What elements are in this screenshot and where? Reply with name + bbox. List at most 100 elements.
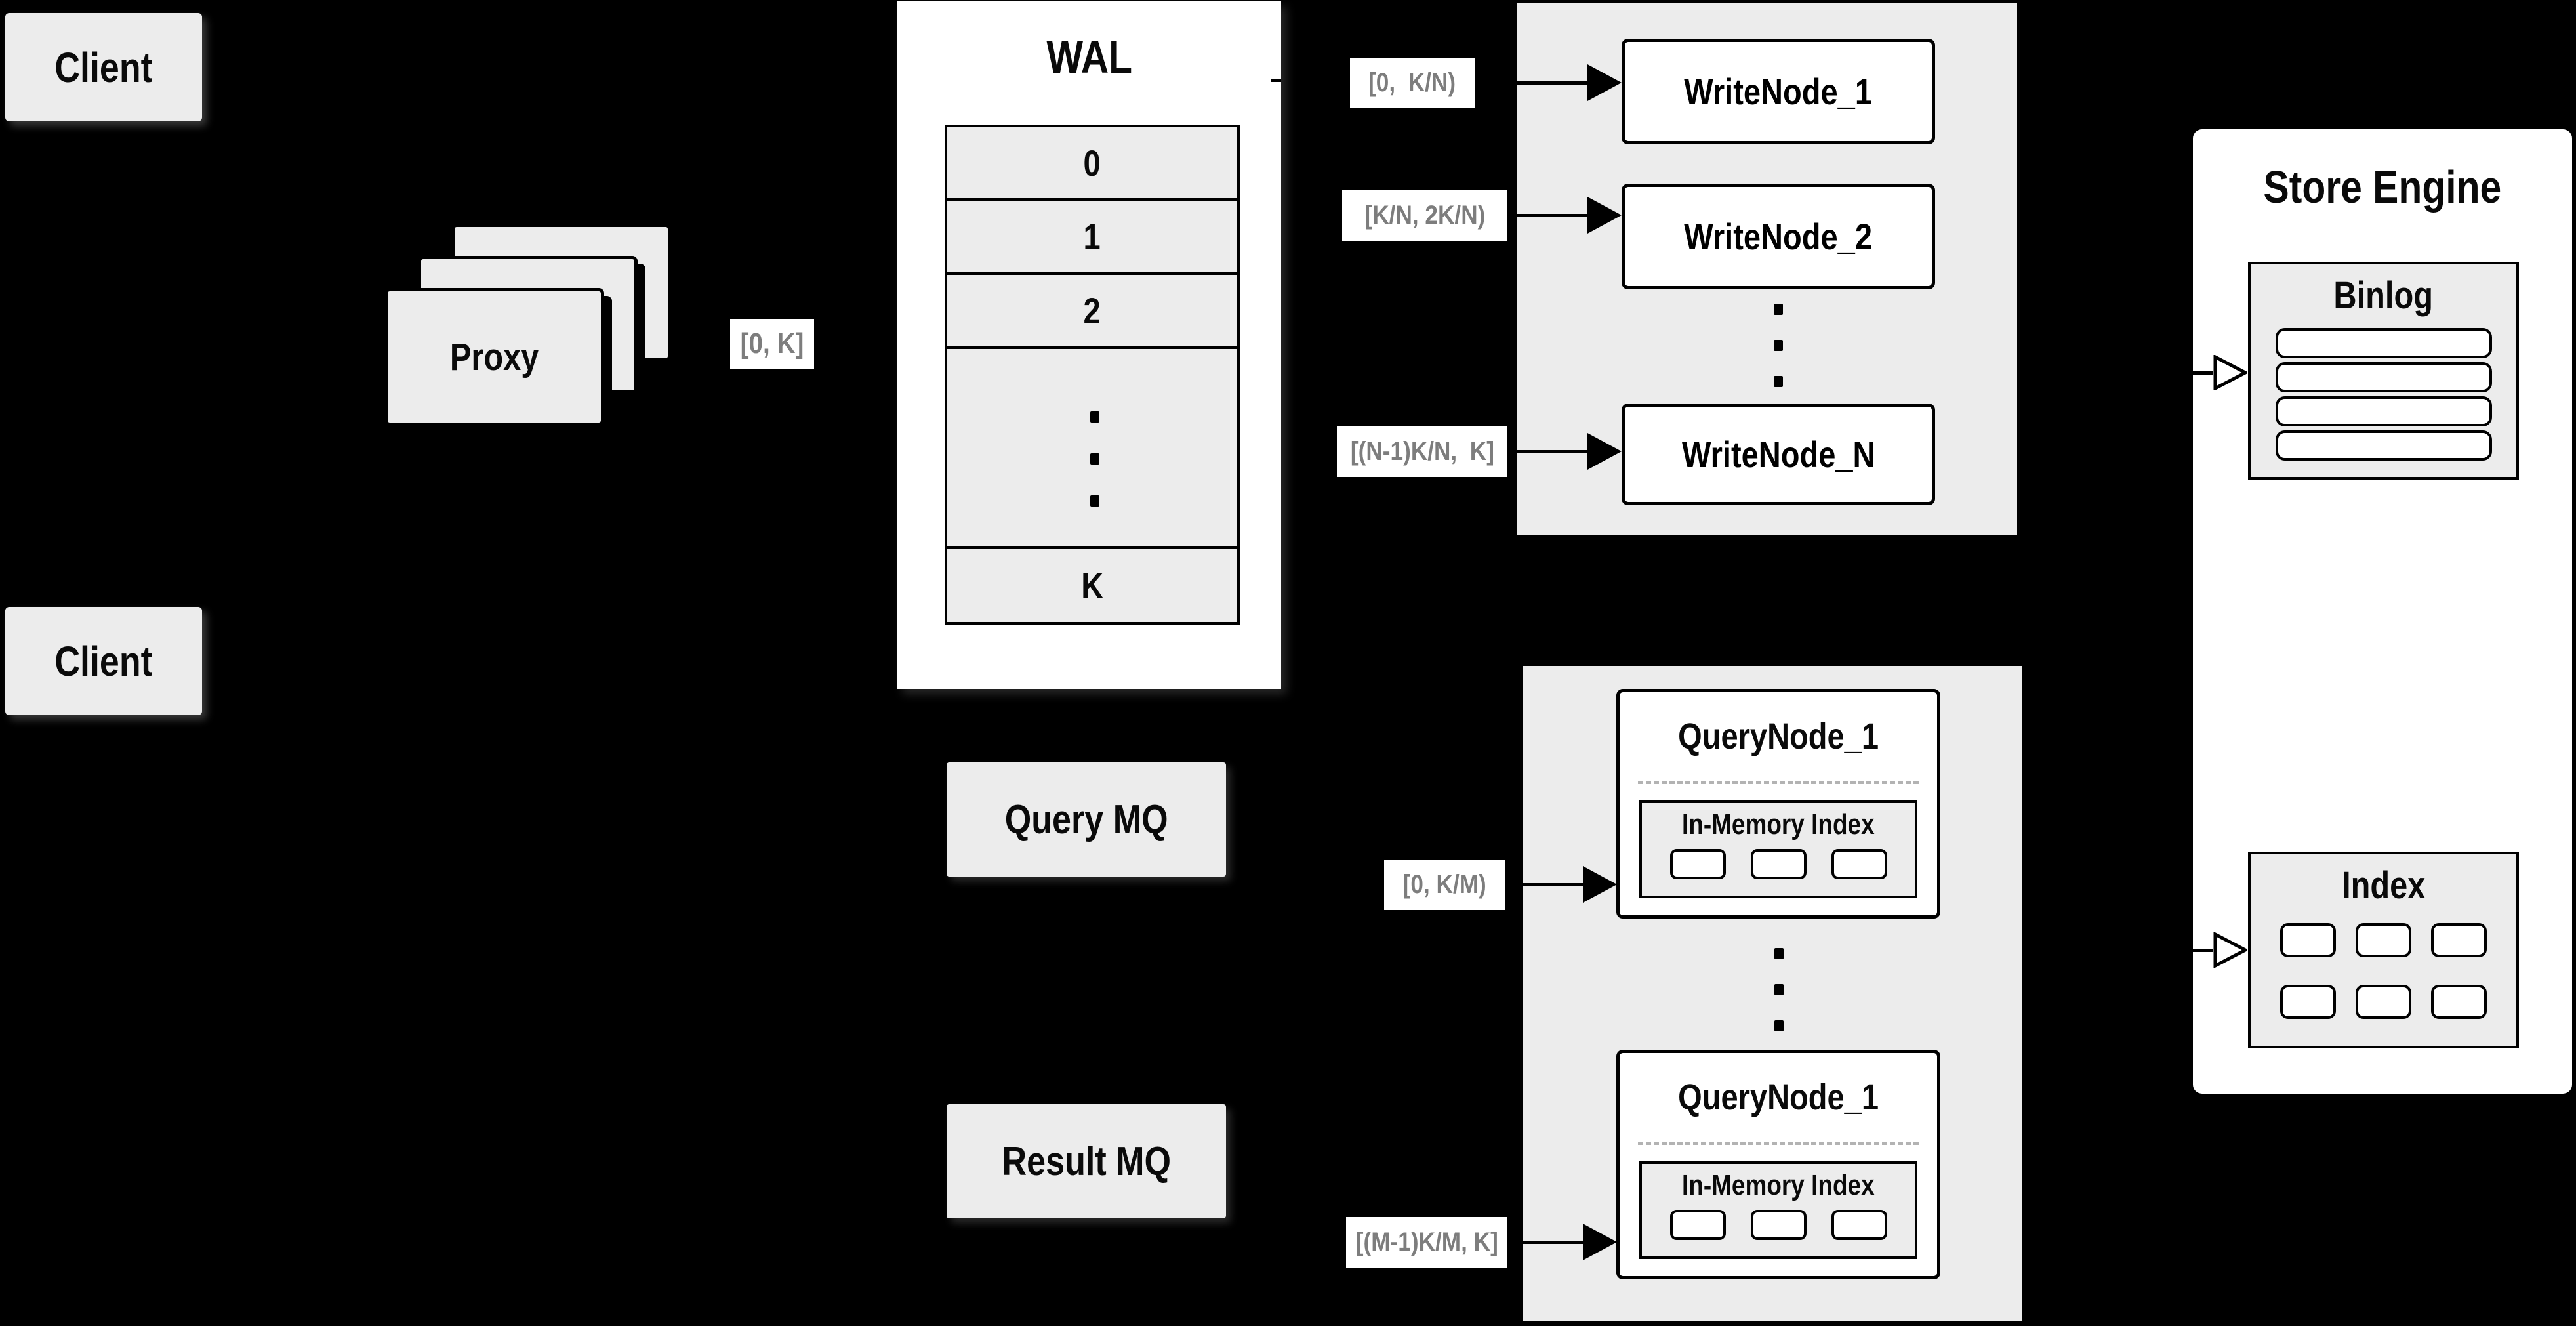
client-bottom-label: Client: [54, 637, 153, 685]
arrow-head-hollow-index-icon: [2213, 932, 2247, 968]
query-mq-label: Query MQ: [1004, 797, 1168, 842]
client-box-bottom: Client: [5, 607, 202, 715]
write-node-1: WriteNode_1: [1622, 39, 1935, 144]
index-cell: [2280, 985, 2336, 1019]
range-label-query-m-text: [(M-1)K/M, K]: [1355, 1228, 1498, 1256]
write-node-n: WriteNode_N: [1622, 404, 1935, 505]
binlog-row: [2275, 396, 2492, 426]
wal-container: WAL 0 1 2 K: [897, 1, 1281, 689]
write-node-2-label: WriteNode_2: [1684, 216, 1873, 257]
in-memory-index-box-2: In-Memory Index: [1639, 1161, 1917, 1259]
wal-title: WAL: [897, 31, 1281, 83]
wal-row-k: K: [945, 546, 1240, 625]
wal-row-1-label: 1: [1083, 216, 1101, 257]
query-node-group: QueryNode_1 In-Memory Index QueryNode_1: [1523, 666, 2022, 1321]
binlog-row: [2275, 430, 2492, 461]
wal-row-0: 0: [945, 125, 1240, 201]
wal-row-2: 2: [945, 272, 1240, 349]
query-node-1-title-text: QueryNode_1: [1678, 715, 1879, 756]
arrow-head-query-1-icon: [1583, 866, 1617, 903]
wal-row-0-label: 0: [1083, 142, 1101, 184]
range-label-write-1: [0, K/N): [1350, 58, 1475, 108]
ellipsis-dot: [1774, 304, 1783, 315]
in-memory-index-title-1: In-Memory Index: [1642, 808, 1915, 841]
index-cell: [2356, 923, 2411, 957]
proxy-card-front: Proxy: [384, 288, 604, 426]
range-label-query-1: [0, K/M): [1384, 860, 1505, 910]
arrow-head-write-1-icon: [1587, 64, 1622, 101]
arrow-head-write-n-icon: [1587, 433, 1622, 470]
arrow-line-query-m: [1507, 1241, 1584, 1244]
segment-cells: [1642, 849, 1915, 879]
store-engine-title: Store Engine: [2193, 161, 2572, 213]
range-label-proxy-wal-text: [0, K]: [740, 327, 804, 360]
index-cell: [2280, 923, 2336, 957]
index-cell: [2356, 985, 2411, 1019]
index-box: Index: [2248, 852, 2519, 1048]
range-label-query-1-text: [0, K/M): [1402, 870, 1487, 899]
client-box-top: Client: [5, 13, 202, 121]
wal-row-ellipsis: [945, 346, 1240, 549]
arrow-head-write-2-icon: [1587, 197, 1622, 234]
arrow-line-write-n: [1507, 450, 1587, 453]
write-node-n-label: WriteNode_N: [1681, 434, 1875, 475]
range-label-write-n: [(N-1)K/N, K]: [1337, 426, 1507, 477]
binlog-title: Binlog: [2251, 274, 2516, 318]
index-title: Index: [2251, 863, 2516, 907]
in-memory-index-title-2-text: In-Memory Index: [1682, 1169, 1875, 1201]
ellipsis-dot: [1090, 411, 1099, 423]
segment-cells: [1642, 1210, 1915, 1240]
ellipsis-dot: [1090, 453, 1099, 465]
binlog-row: [2275, 362, 2492, 392]
client-top-label: Client: [54, 43, 153, 91]
arrow-head-hollow-binlog-icon: [2213, 355, 2247, 390]
index-title-text: Index: [2341, 864, 2426, 907]
range-label-query-m: [(M-1)K/M, K]: [1346, 1217, 1507, 1268]
wal-row-k-label: K: [1081, 564, 1103, 606]
store-engine-container: Store Engine Binlog Index: [2193, 129, 2572, 1094]
ellipsis-dot: [1090, 495, 1099, 507]
range-label-write-2: [K/N, 2K/N): [1342, 190, 1507, 241]
wal-row-1: 1: [945, 198, 1240, 275]
in-memory-index-title-1-text: In-Memory Index: [1682, 808, 1875, 840]
query-node-m-title-text: QueryNode_1: [1678, 1075, 1879, 1117]
in-memory-index-title-2: In-Memory Index: [1642, 1169, 1915, 1202]
arrow-line-binlog: [2153, 371, 2213, 375]
ellipsis-dot: [1774, 984, 1784, 995]
store-engine-title-text: Store Engine: [2263, 161, 2502, 213]
ellipsis-dot: [1774, 948, 1784, 959]
segment-cell: [1669, 849, 1726, 879]
query-node-m: QueryNode_1 In-Memory Index: [1616, 1050, 1940, 1279]
result-mq-box: Result MQ: [947, 1104, 1226, 1218]
proxy-label: Proxy: [449, 335, 539, 379]
arrow-line-query-1: [1505, 883, 1584, 886]
binlog-box: Binlog: [2248, 262, 2519, 480]
dashed-divider: [1638, 1142, 1919, 1145]
binlog-title-text: Binlog: [2333, 274, 2434, 317]
ellipsis-dot: [1774, 376, 1783, 387]
arrow-line-index: [2153, 949, 2213, 952]
index-cell: [2431, 985, 2487, 1019]
index-cells-row: [2251, 985, 2516, 1019]
binlog-row: [2275, 328, 2492, 358]
index-cell: [2431, 923, 2487, 957]
range-label-write-2-text: [K/N, 2K/N): [1364, 201, 1485, 230]
arrow-line-write-1: [1475, 81, 1587, 85]
range-label-write-n-text: [(N-1)K/N, K]: [1350, 437, 1494, 466]
write-node-1-label: WriteNode_1: [1684, 71, 1873, 112]
dashed-divider: [1638, 781, 1919, 784]
index-cells-row: [2251, 923, 2516, 957]
segment-cell: [1750, 849, 1807, 879]
query-node-1-title: QueryNode_1: [1620, 692, 1937, 779]
wal-segment-table: 0 1 2 K: [945, 125, 1240, 625]
segment-cell: [1831, 1210, 1887, 1240]
wal-row-2-label: 2: [1083, 290, 1101, 331]
range-label-write-1-text: [0, K/N): [1368, 68, 1456, 97]
wal-outgoing-connector-stub: [1271, 79, 1281, 82]
range-label-proxy-wal: [0, K]: [730, 319, 814, 369]
result-mq-label: Result MQ: [1002, 1138, 1171, 1184]
segment-cell: [1831, 849, 1887, 879]
in-memory-index-box-1: In-Memory Index: [1639, 800, 1917, 898]
wal-title-text: WAL: [1046, 31, 1132, 83]
